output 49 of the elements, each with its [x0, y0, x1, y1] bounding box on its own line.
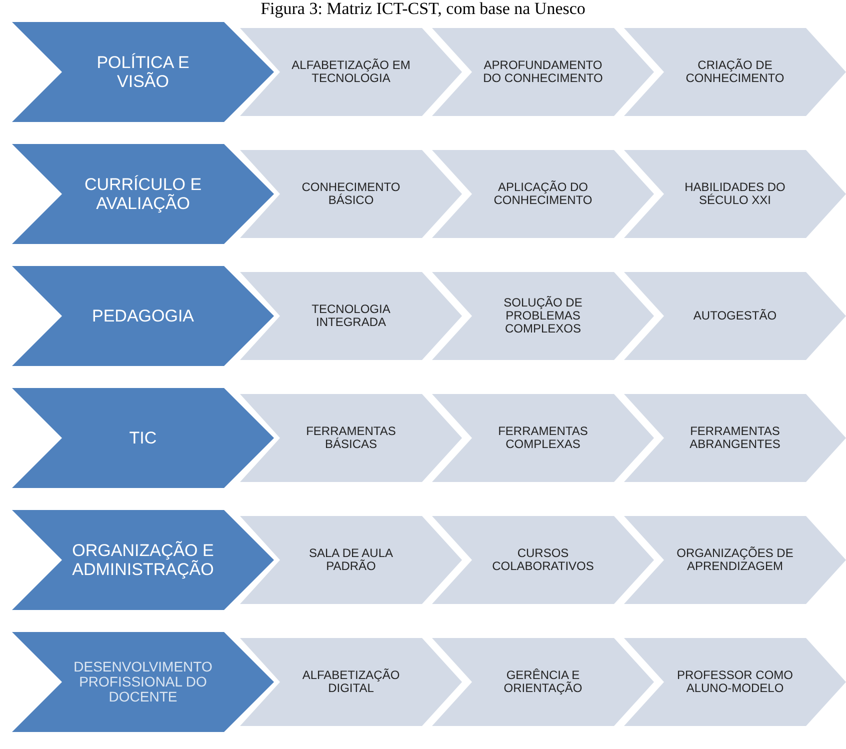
chevron-step [432, 394, 654, 482]
chevron-label: PEDAGOGIA [90, 306, 196, 326]
chevron-step [624, 394, 846, 482]
chevron-label: CURRÍCULO E AVALIAÇÃO [83, 175, 203, 213]
chevron-label: TIC [128, 428, 158, 448]
chevron-step [432, 272, 654, 360]
chevron-step [432, 516, 654, 604]
chevron-label: AUTOGESTÃO [692, 310, 778, 322]
chevron-label: ORGANIZAÇÃO E ADMINISTRAÇÃO [71, 541, 215, 579]
chevron-step [240, 272, 462, 360]
chevron-label: APROFUNDAMENTO DO CONHECIMENTO [482, 59, 604, 85]
chevron-step [432, 28, 654, 116]
chevron-step [624, 516, 846, 604]
chevron-label: CURSOS COLABORATIVOS [491, 547, 595, 573]
chevron-label: SOLUÇÃO DE PROBLEMAS COMPLEXOS [502, 296, 584, 336]
chevron-step [12, 510, 274, 610]
chevron-label: SALA DE AULA PADRÃO [308, 547, 394, 573]
chevron-label: DESENVOLVIMENTO PROFISSIONAL DO DOCENTE [72, 660, 214, 704]
chevron-label: TECNOLOGIA INTEGRADA [310, 303, 392, 329]
chevron-step [12, 144, 274, 244]
chevron-label: FERRAMENTAS ABRANGENTES [688, 425, 782, 451]
chevron-label: APLICAÇÃO DO CONHECIMENTO [492, 181, 594, 207]
chevron-step [240, 28, 462, 116]
chevron-step [624, 150, 846, 238]
chevron-step [12, 632, 274, 732]
chevron-label: ORGANIZAÇÕES DE APRENDIZAGEM [676, 547, 794, 573]
chevron-step [240, 516, 462, 604]
chevron-label: FERRAMENTAS COMPLEXAS [497, 425, 589, 451]
chevron-step [12, 22, 274, 122]
chevron-label: HABILIDADES DO SÉCULO XXI [684, 181, 786, 207]
chevron-step [240, 394, 462, 482]
chevron-step [12, 388, 274, 488]
chevron-step [624, 272, 846, 360]
chevron-step [624, 28, 846, 116]
chevron-label: FERRAMENTAS BÁSICAS [305, 425, 397, 451]
chevron-step [432, 638, 654, 726]
chevron-label: POLÍTICA E VISÃO [96, 53, 190, 91]
chevron-step [12, 266, 274, 366]
chevron-label: ALFABETIZAÇÃO DIGITAL [301, 669, 401, 695]
chevron-label: CRIAÇÃO DE CONHECIMENTO [684, 59, 786, 85]
chevron-step [240, 150, 462, 238]
chevron-step [432, 150, 654, 238]
chevron-label: PROFESSOR COMO ALUNO-MODELO [676, 669, 794, 695]
chevron-label: ALFABETIZAÇÃO EM TECNOLOGIA [290, 59, 412, 85]
chevron-step [624, 638, 846, 726]
chevron-label: GERÊNCIA E ORIENTAÇÃO [502, 669, 584, 695]
chevron-step [240, 638, 462, 726]
chevron-label: CONHECIMENTO BÁSICO [300, 181, 402, 207]
figure-title: Figura 3: Matriz ICT-CST, com base na Unesco [260, 0, 586, 18]
